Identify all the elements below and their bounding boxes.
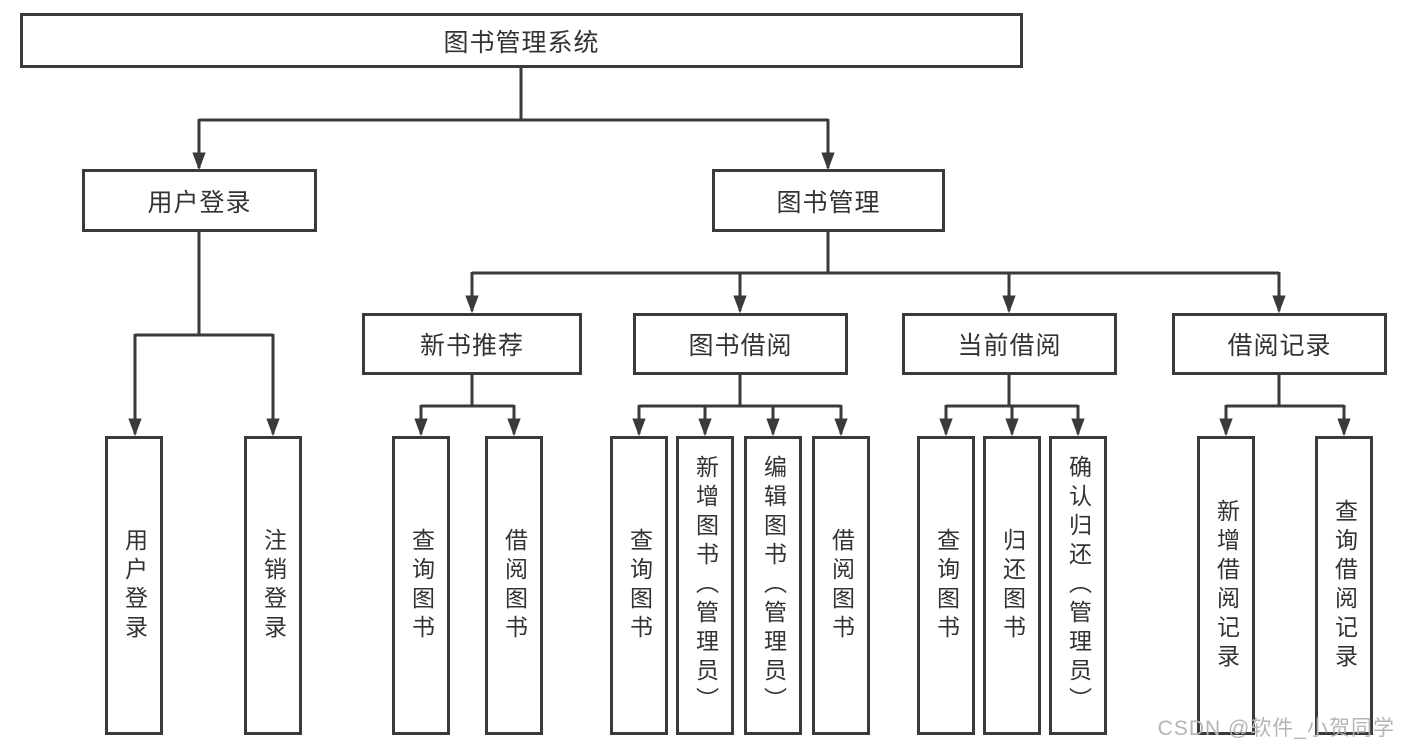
- leaf-add-books-admin: 新增图书（管理员）: [676, 436, 734, 735]
- leaf-logout-label: 注销登录: [260, 527, 287, 644]
- leaf-add-borrow-record: 新增借阅记录: [1197, 436, 1255, 735]
- leaf-query-books-borrow: 查询图书: [610, 436, 668, 735]
- leaf-user-login: 用户登录: [105, 436, 163, 735]
- node-root-label: 图书管理系统: [443, 28, 600, 57]
- leaf-borrow-books-label: 借阅图书: [828, 527, 855, 644]
- leaf-user-login-label: 用户登录: [121, 527, 148, 644]
- node-book-borrow-label: 图书借阅: [688, 332, 793, 360]
- watermark: CSDN @软件_小贺同学: [1157, 717, 1395, 740]
- leaf-query-books-recommend: 查询图书: [392, 436, 450, 735]
- leaf-logout: 注销登录: [244, 436, 302, 735]
- leaf-return-books: 归还图书: [983, 436, 1041, 735]
- node-user-login-label: 用户登录: [147, 188, 252, 217]
- leaf-query-borrow-record: 查询借阅记录: [1315, 436, 1373, 735]
- node-borrow-records: 借阅记录: [1172, 313, 1387, 375]
- leaf-confirm-return-admin-label: 确认归还（管理员）: [1065, 455, 1092, 716]
- connector-current-borrow: [946, 374, 1078, 408]
- connector-root: [199, 68, 828, 122]
- node-current-borrow: 当前借阅: [902, 313, 1117, 375]
- leaf-edit-books-admin: 编辑图书（管理员）: [744, 436, 802, 735]
- node-book-management-label: 图书管理: [776, 188, 881, 217]
- node-borrow-records-label: 借阅记录: [1227, 332, 1332, 360]
- node-new-book-recommend-label: 新书推荐: [419, 332, 524, 360]
- node-book-borrow: 图书借阅: [633, 313, 848, 375]
- leaf-return-books-label: 归还图书: [999, 527, 1026, 644]
- connector-book-management: [472, 231, 1279, 275]
- node-new-book-recommend: 新书推荐: [362, 313, 582, 375]
- connector-new-book: [421, 374, 514, 408]
- node-user-login: 用户登录: [82, 169, 317, 232]
- leaf-query-books-current: 查询图书: [917, 436, 975, 735]
- connector-book-borrow: [639, 374, 841, 408]
- leaf-add-books-admin-label: 新增图书（管理员）: [692, 455, 719, 716]
- leaf-borrow-books-recommend-label: 借阅图书: [501, 527, 528, 644]
- leaf-query-books-recommend-label: 查询图书: [408, 527, 435, 644]
- node-root: 图书管理系统: [20, 13, 1023, 68]
- node-current-borrow-label: 当前借阅: [957, 332, 1062, 360]
- leaf-borrow-books: 借阅图书: [812, 436, 870, 735]
- leaf-confirm-return-admin: 确认归还（管理员）: [1049, 436, 1107, 735]
- connector-borrow-records: [1226, 374, 1344, 408]
- leaf-query-borrow-record-label: 查询借阅记录: [1331, 498, 1358, 673]
- leaf-query-books-current-label: 查询图书: [933, 527, 960, 644]
- leaf-add-borrow-record-label: 新增借阅记录: [1213, 498, 1240, 673]
- connector-user-login: [135, 231, 273, 337]
- leaf-query-books-borrow-label: 查询图书: [626, 527, 653, 644]
- leaf-edit-books-admin-label: 编辑图书（管理员）: [760, 455, 787, 716]
- node-book-management: 图书管理: [712, 169, 945, 232]
- leaf-borrow-books-recommend: 借阅图书: [485, 436, 543, 735]
